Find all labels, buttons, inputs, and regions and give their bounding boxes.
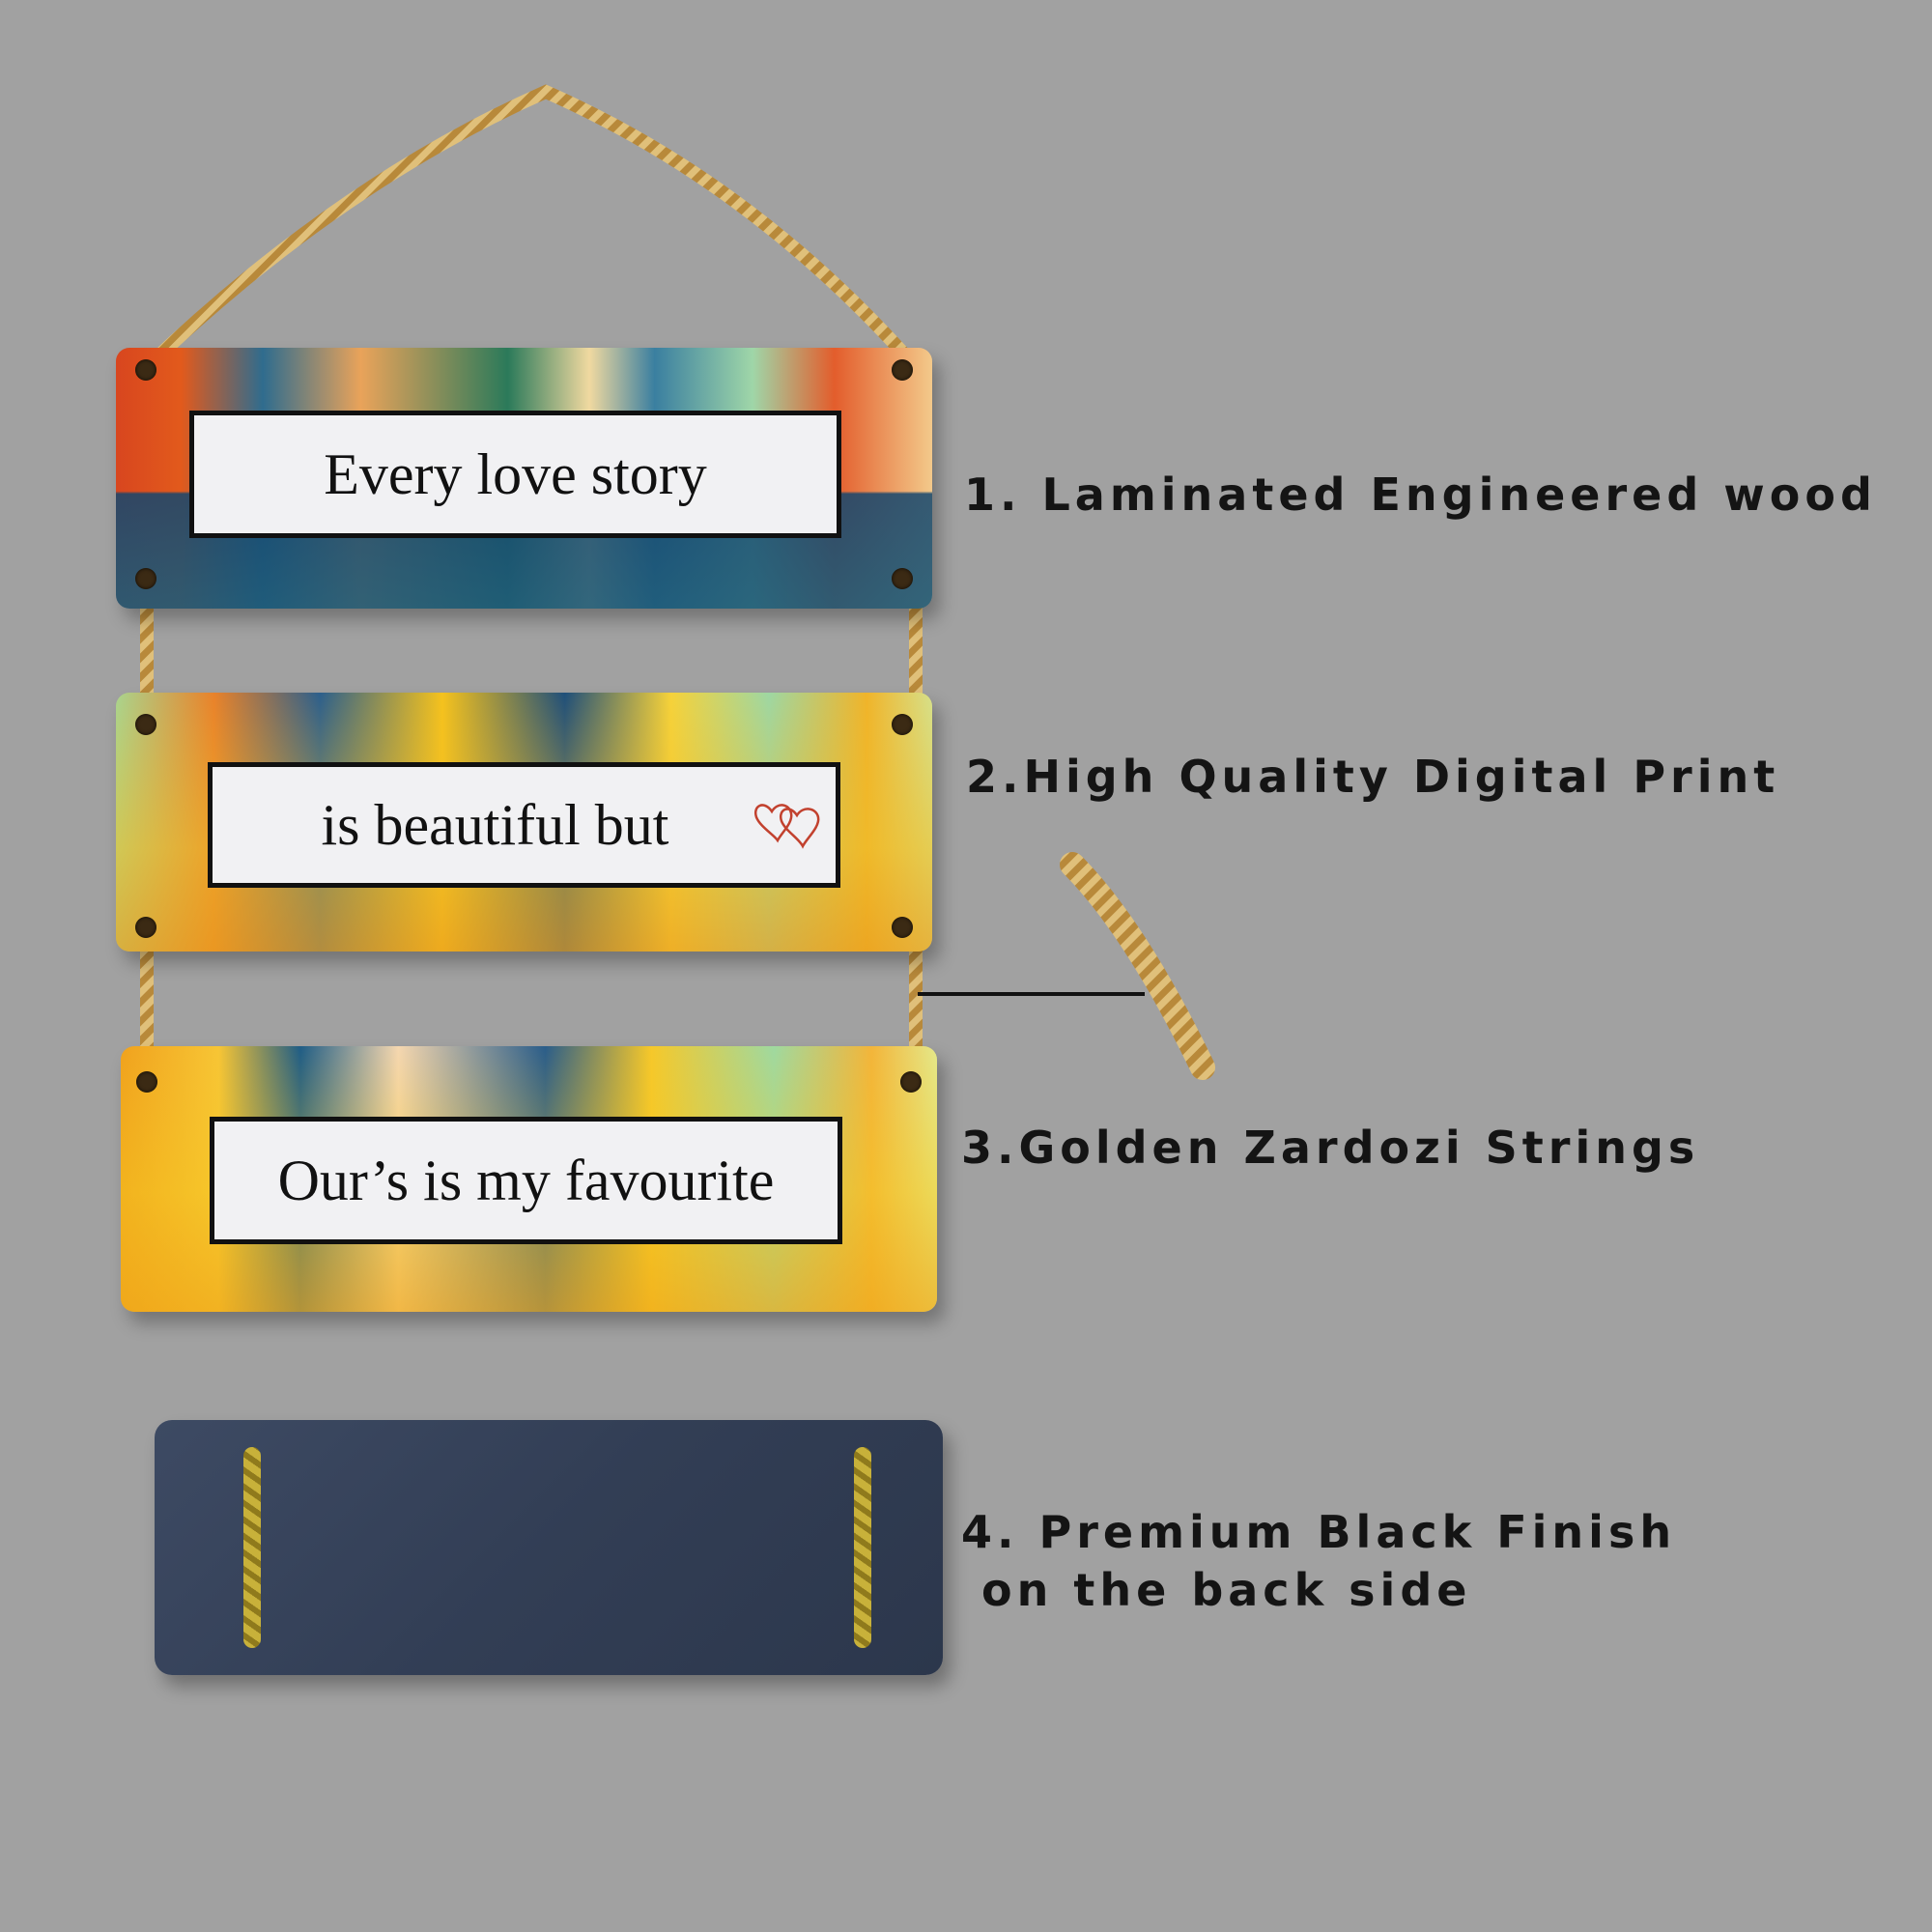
back-side-plank: [155, 1420, 943, 1675]
back-strap-left: [243, 1447, 261, 1648]
plank-hole: [136, 1071, 157, 1093]
feature-label-4: 4. Premium Black Finish: [961, 1506, 1677, 1558]
sign-plank-1: Every love story: [116, 348, 932, 609]
golden-rope-sample-icon: [1060, 852, 1215, 1080]
feature-label-3: 3.Golden Zardozi Strings: [961, 1122, 1700, 1174]
sign-text-1: Every love story: [324, 441, 707, 506]
feature-label-2: 2.High Quality Digital Print: [966, 751, 1780, 803]
sign-text-2: is beautiful but: [321, 792, 669, 857]
double-heart-icon: [753, 804, 820, 849]
plank-hole: [892, 568, 913, 589]
plank-hole: [900, 1071, 922, 1093]
plank-hole: [135, 917, 156, 938]
plank-hole: [135, 714, 156, 735]
sign-text-box-1: Every love story: [189, 411, 841, 538]
feature-label-1: 1. Laminated Engineered wood: [964, 469, 1877, 521]
feature-label-4-continued: on the back side: [961, 1564, 1472, 1616]
back-strap-right: [854, 1447, 871, 1648]
plank-hole: [135, 359, 156, 381]
sign-text-3: Our’s is my favourite: [277, 1148, 775, 1212]
sign-plank-3: Our’s is my favourite: [121, 1046, 937, 1312]
rope-pointer-line: [918, 992, 1145, 996]
plank-hole: [135, 568, 156, 589]
sign-text-box-3: Our’s is my favourite: [210, 1117, 842, 1244]
plank-hole: [892, 359, 913, 381]
sign-plank-2: is beautiful but: [116, 693, 932, 952]
plank-hole: [892, 714, 913, 735]
plank-hole: [892, 917, 913, 938]
sign-text-box-2: is beautiful but: [208, 762, 840, 888]
top-rope: [140, 84, 923, 374]
